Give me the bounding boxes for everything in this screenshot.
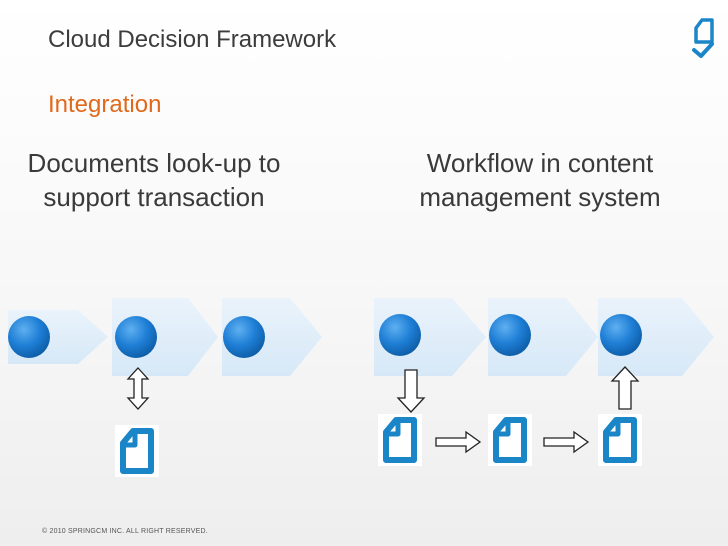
left-heading: Documents look-up to support transaction [4,146,304,214]
slide-title: Cloud Decision Framework [48,26,337,53]
left-node-3 [223,316,265,358]
left-node-2 [115,316,157,358]
right-node-1 [379,314,421,356]
document-icon [378,414,422,466]
right-heading-line2: management system [419,182,661,212]
slide-subtitle: Integration [48,91,162,118]
left-heading-line1: Documents look-up to [27,148,281,178]
document-icon [488,414,532,466]
right-heading-line1: Workflow in content [426,148,654,178]
right-node-2 [489,314,531,356]
right-arrow-icon [543,431,589,453]
left-heading-line2: support transaction [43,182,265,212]
document-icon [598,414,642,466]
left-node-1 [8,316,50,358]
right-heading: Workflow in content management system [390,146,690,214]
document-icon [115,425,159,477]
right-arrow-icon [435,431,481,453]
document-check-logo-icon [692,18,714,58]
left-process-chain [8,298,322,376]
right-process-chain [374,298,714,376]
right-node-3 [600,314,642,356]
copyright-footer: © 2010 SPRINGCM INC. ALL RIGHT RESERVED. [42,528,208,535]
down-arrow-icon [397,369,425,413]
